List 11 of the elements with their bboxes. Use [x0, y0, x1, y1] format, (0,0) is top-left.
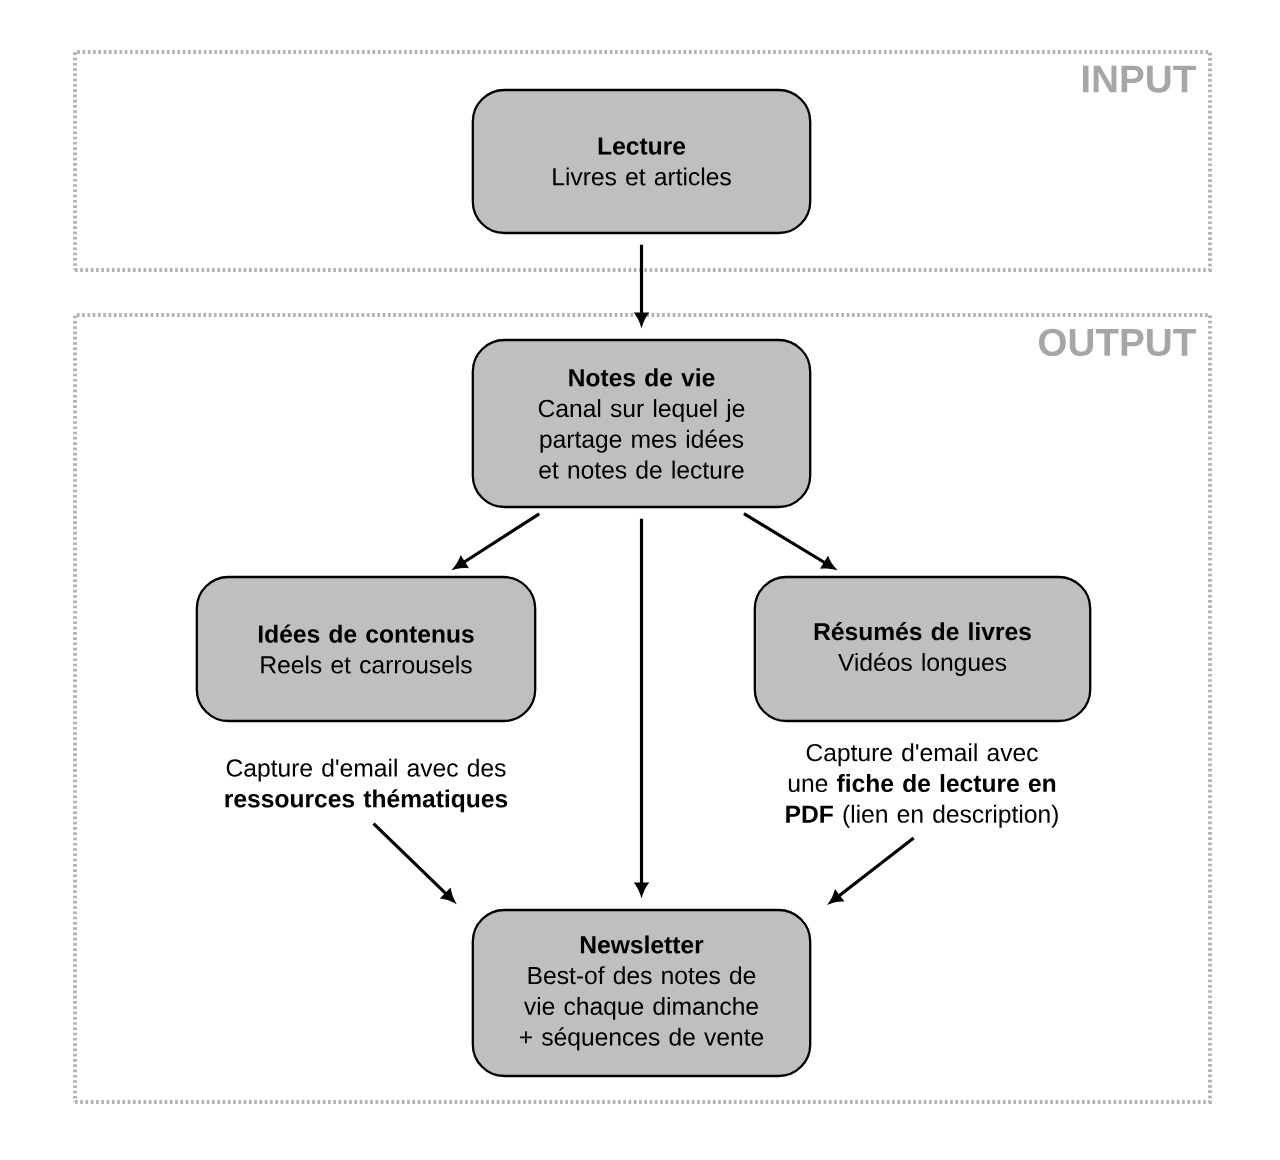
- process-box: Lecture Livres et articles: [471, 88, 812, 235]
- arrow: [743, 512, 835, 570]
- process-box: Résumés de livres Vidéos longues: [753, 575, 1092, 723]
- arrow: [454, 512, 541, 570]
- note-text: Capture d'email avec une fiche de lecture en PDF (lien en description): [786, 743, 1058, 828]
- process-box: Newsletter Best-of des notes de vie chaque dimanche + séquences de vente: [471, 908, 812, 1078]
- note-text: Capture d'email avec des ressources thématiques: [225, 758, 508, 813]
- arrow: [829, 836, 915, 904]
- process-box: Idées de contenus Reels et carrousels: [195, 575, 537, 723]
- process-box: Notes de vie Canal sur lequel je partage mes idées et notes de lecture: [471, 338, 812, 509]
- arrow: [372, 822, 455, 903]
